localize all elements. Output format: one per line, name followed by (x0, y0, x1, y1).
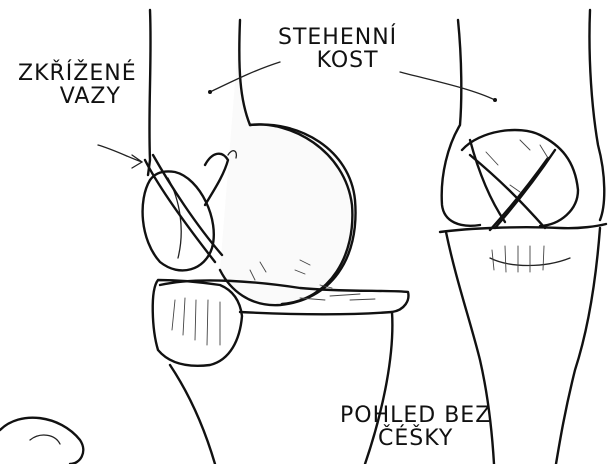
cruciate-front-1 (470, 155, 545, 228)
pointer-femur-left (210, 62, 280, 92)
label-femur-line2: KOST (278, 49, 397, 72)
label-cruciate-line1: ZKŘÍŽENÉ (18, 62, 137, 85)
label-view-line1: POHLED BEZ (340, 404, 491, 427)
label-femur-line1: STEHENNÍ (278, 26, 397, 49)
front-view-knee (400, 10, 606, 464)
label-femur: STEHENNÍ KOST (278, 26, 397, 72)
side-view-knee (98, 10, 408, 464)
ligament-upper (205, 154, 228, 205)
meniscus-side (153, 280, 242, 366)
corner-sketch (0, 418, 83, 464)
label-cruciate-ligaments: ZKŘÍŽENÉ VAZY (18, 62, 137, 108)
femur-condyles-front (462, 130, 578, 226)
label-view-line2: ČÉŠKY (340, 427, 491, 450)
label-cruciate-line2: VAZY (18, 85, 137, 108)
pointer-femur-right (400, 72, 495, 100)
label-view-without-patella: POHLED BEZ ČÉŠKY (340, 404, 491, 450)
pointer-cruciate (98, 145, 142, 168)
cruciate-ligament-2 (153, 155, 222, 255)
